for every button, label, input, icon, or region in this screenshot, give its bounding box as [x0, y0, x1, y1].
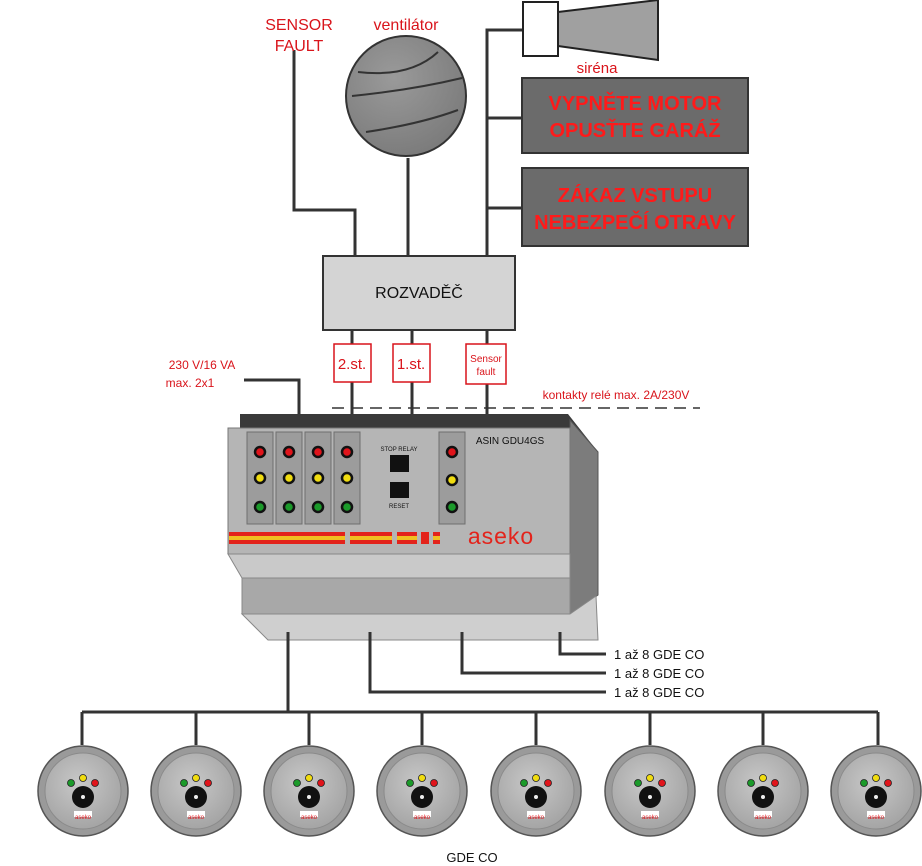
sensor-brand-6: aseko	[642, 815, 659, 821]
reset-label: RESET	[389, 504, 409, 510]
sensor-brand-4: aseko	[414, 815, 431, 821]
top-wires	[244, 28, 524, 414]
led-column-5	[438, 431, 466, 525]
bottom-wires	[80, 632, 880, 745]
branch-label-2: 1 až 8 GDE CO	[614, 666, 704, 681]
sensor-brand-1: aseko	[75, 815, 92, 821]
led-column-4	[333, 431, 361, 525]
brand-logo: aseko	[468, 523, 534, 549]
switchboard-box: ROZVADĚČ	[322, 255, 516, 331]
warning-entry-line1: ZÁKAZ VSTUPU	[558, 184, 712, 207]
sensor-6: aseko	[604, 745, 696, 837]
switchboard-label: ROZVADĚČ	[375, 283, 463, 302]
relay-sensor-fault: Sensor fault	[465, 343, 507, 385]
relay-1st-label: 1.st.	[397, 356, 425, 373]
sensors-caption: GDE CO	[446, 850, 497, 865]
ventilator-label: ventilátor	[374, 17, 440, 34]
relay-2st: 2.st.	[333, 343, 372, 383]
branch-label-1: 1 až 8 GDE CO	[614, 647, 704, 662]
sensor-2: aseko	[150, 745, 242, 837]
sensor-1: aseko	[37, 745, 129, 837]
led-column-1	[246, 431, 274, 525]
stop-relay-label: STOP RELAY	[380, 447, 417, 453]
sensor-3: aseko	[263, 745, 355, 837]
control-unit: STOP RELAY RESET ASIN GDU4GS	[227, 414, 599, 641]
sensor-8: aseko	[830, 745, 922, 837]
relay-sf-label-2: fault	[477, 367, 496, 378]
sensor-brand-3: aseko	[301, 815, 318, 821]
sensor-7: aseko	[717, 745, 809, 837]
sensor-4: aseko	[376, 745, 468, 837]
warning-panel-entry: ZÁKAZ VSTUPU NEBEZPEČÍ OTRAVY	[521, 167, 749, 247]
sensor-fault-wire	[292, 50, 357, 256]
sensor-brand-2: aseko	[188, 815, 205, 821]
led-column-3	[304, 431, 332, 525]
warning-motor-line2: OPUSŤTE GARÁŽ	[549, 118, 720, 142]
relay-2st-label: 2.st.	[338, 356, 366, 373]
sensor-fault-label-1: SENSOR	[265, 17, 333, 34]
warning-entry-line2: NEBEZPEČÍ OTRAVY	[534, 210, 737, 234]
sensor-5: aseko	[490, 745, 582, 837]
led-column-2	[275, 431, 303, 525]
siren-icon	[522, 0, 659, 62]
warning-motor-line1: VYPNĚTE MOTOR	[549, 91, 723, 115]
brand-stripes	[229, 532, 440, 544]
siren-wire	[485, 28, 524, 256]
sensor-brand-8: aseko	[868, 815, 885, 821]
power-label-2: max. 2x1	[166, 376, 215, 390]
sensor-brand-5: aseko	[528, 815, 545, 821]
reset-button[interactable]	[390, 482, 409, 498]
sensor-brand-7: aseko	[755, 815, 772, 821]
branch-label-3: 1 až 8 GDE CO	[614, 685, 704, 700]
relay-sf-label-1: Sensor	[470, 354, 502, 365]
power-label-1: 230 V/16 VA	[169, 358, 236, 372]
power-wire	[244, 378, 301, 414]
stop-relay-button[interactable]	[390, 455, 409, 472]
model-label: ASIN GDU4GS	[476, 436, 545, 447]
siren-label: siréna	[577, 60, 619, 77]
warning-panel-motor: VYPNĚTE MOTOR OPUSŤTE GARÁŽ	[521, 77, 749, 154]
fan-icon	[345, 35, 467, 157]
sensor-fault-label-2: FAULT	[275, 38, 324, 55]
relay-1st: 1.st.	[392, 343, 431, 383]
contacts-label: kontakty relé max. 2A/230V	[543, 388, 690, 402]
